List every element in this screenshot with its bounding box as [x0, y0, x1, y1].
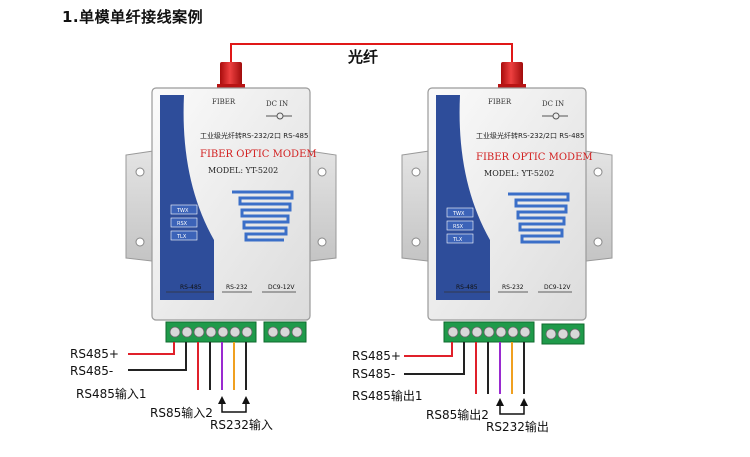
- wire-label-output-1: RS485输出1: [352, 389, 423, 403]
- wire-label-input-1: RS485输入1: [76, 387, 147, 401]
- led-label: TLX: [176, 234, 187, 240]
- modem-left: [125, 62, 337, 413]
- wire-rs485-minus: [404, 342, 465, 375]
- comb-logo-icon: [508, 192, 570, 244]
- brand-label: FIBER OPTIC MODEM: [200, 149, 317, 160]
- led-label: TWX: [176, 208, 189, 214]
- rs232-bracket: [499, 404, 525, 415]
- wire-label-rs485-minus: RS485-: [70, 364, 114, 378]
- wire-label-rs232-input: RS232输入: [210, 418, 273, 432]
- fiber-line: [230, 43, 513, 62]
- led-label: TLX: [452, 237, 463, 243]
- fiber-connector: [220, 62, 242, 86]
- wire-rs485-plus: [404, 342, 453, 357]
- wire-label-rs232-output: RS232输出: [486, 420, 549, 434]
- modem-right: [401, 62, 613, 415]
- wire-rs485-plus: [128, 342, 175, 355]
- led-label: RSX: [453, 224, 464, 230]
- terminal-group-label: RS-232: [502, 284, 524, 291]
- dc-in-label: DC IN: [542, 100, 564, 108]
- page-title: 1.单模单纤接线案例: [62, 8, 204, 26]
- wire-label-output-2: RS85输出2: [426, 408, 489, 422]
- mount-hole-icon: [411, 167, 421, 177]
- wire-label-rs485-plus: RS485+: [352, 349, 401, 363]
- led-label: RSX: [177, 221, 188, 227]
- wire-label-rs485-plus: RS485+: [70, 347, 119, 361]
- blue-panel: [436, 95, 490, 300]
- fiber-port-label: FIBER: [212, 98, 236, 106]
- wire-rs485-minus: [128, 342, 187, 371]
- mount-hole-icon: [135, 167, 145, 177]
- terminal-group-label: RS-485: [180, 284, 202, 291]
- terminal-group-label: DC9-12V: [544, 284, 571, 291]
- dc-in-label: DC IN: [266, 100, 288, 108]
- product-line-label: 工业级光纤转RS-232/2口 RS-485: [200, 131, 308, 140]
- wire-label-rs485-minus: RS485-: [352, 367, 396, 381]
- mount-hole-icon: [317, 237, 327, 247]
- mount-hole-icon: [593, 167, 603, 177]
- blue-panel: [160, 95, 214, 300]
- comb-logo-icon: [232, 190, 294, 242]
- fiber-connector: [501, 62, 523, 86]
- arrow-up-icon: [242, 396, 250, 404]
- fiber-port-label: FIBER: [488, 98, 512, 106]
- arrow-up-icon: [520, 398, 528, 406]
- mount-hole-icon: [411, 237, 421, 247]
- model-label: MODEL: YT-5202: [484, 169, 554, 178]
- mount-hole-icon: [317, 167, 327, 177]
- terminal-group-label: DC9-12V: [268, 284, 295, 291]
- brand-label: FIBER OPTIC MODEM: [476, 152, 593, 163]
- terminal-group-label: RS-232: [226, 284, 248, 291]
- arrow-up-icon: [496, 398, 504, 406]
- mount-hole-icon: [135, 237, 145, 247]
- rs232-bracket: [221, 402, 247, 413]
- led-label: TWX: [452, 211, 465, 217]
- terminal-group-label: RS-485: [456, 284, 478, 291]
- model-label: MODEL: YT-5202: [208, 166, 278, 175]
- fiber-label: 光纤: [348, 48, 379, 66]
- arrow-up-icon: [218, 396, 226, 404]
- mount-hole-icon: [593, 237, 603, 247]
- wire-label-input-2: RS85输入2: [150, 406, 213, 420]
- product-line-label: 工业级光纤转RS-232/2口 RS-485: [476, 131, 584, 140]
